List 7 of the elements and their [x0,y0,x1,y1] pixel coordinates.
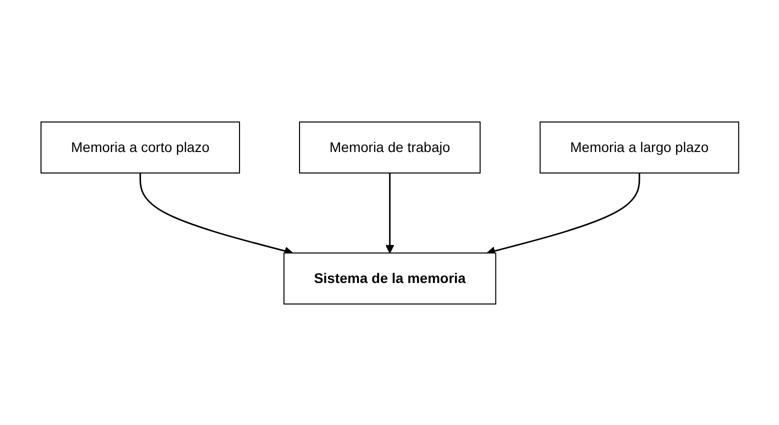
arrow [486,172,640,255]
node-box: Memoria a corto plazo [40,121,240,173]
node-box: Sistema de la memoria [283,252,496,304]
arrow [385,172,394,253]
arrow [139,172,293,255]
node-box: Memoria de trabajo [298,121,480,173]
node-box: Memoria a largo plazo [539,121,739,173]
